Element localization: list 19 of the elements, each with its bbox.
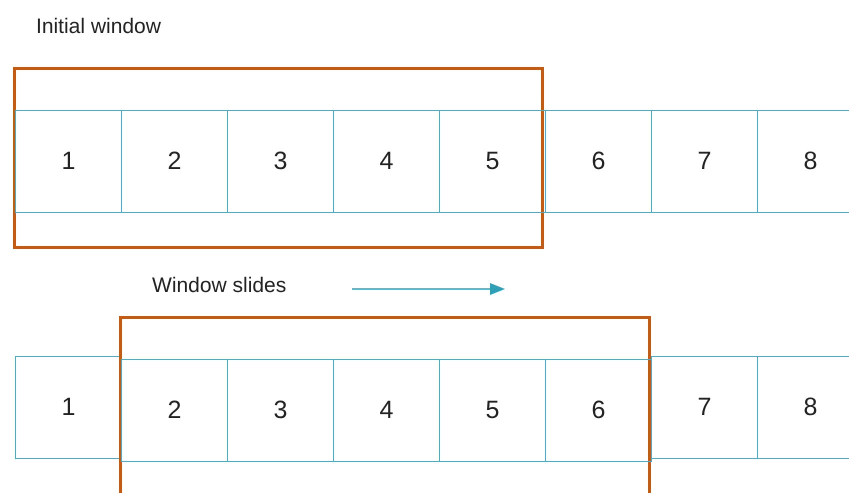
note-text: Window slides	[152, 274, 286, 298]
array-cell: 5	[439, 110, 546, 213]
array-cell: 8	[757, 110, 849, 213]
array-cell: 2	[121, 110, 228, 213]
window-heading: Initial window	[36, 15, 161, 39]
array-cell: 8	[757, 356, 849, 459]
array-cell: 2	[121, 359, 228, 462]
array-cell: 4	[333, 359, 440, 462]
window-frame	[119, 316, 651, 493]
array-cell: 1	[15, 110, 122, 213]
array-cell: 7	[651, 356, 758, 459]
array-cell: 3	[227, 110, 334, 213]
array-cell: 7	[651, 110, 758, 213]
array-cell: 6	[545, 110, 652, 213]
array-cell: 5	[439, 359, 546, 462]
array-cell: 3	[227, 359, 334, 462]
array-cell: 4	[333, 110, 440, 213]
array-cell: 1	[15, 356, 122, 459]
array-cell: 6	[545, 359, 652, 462]
